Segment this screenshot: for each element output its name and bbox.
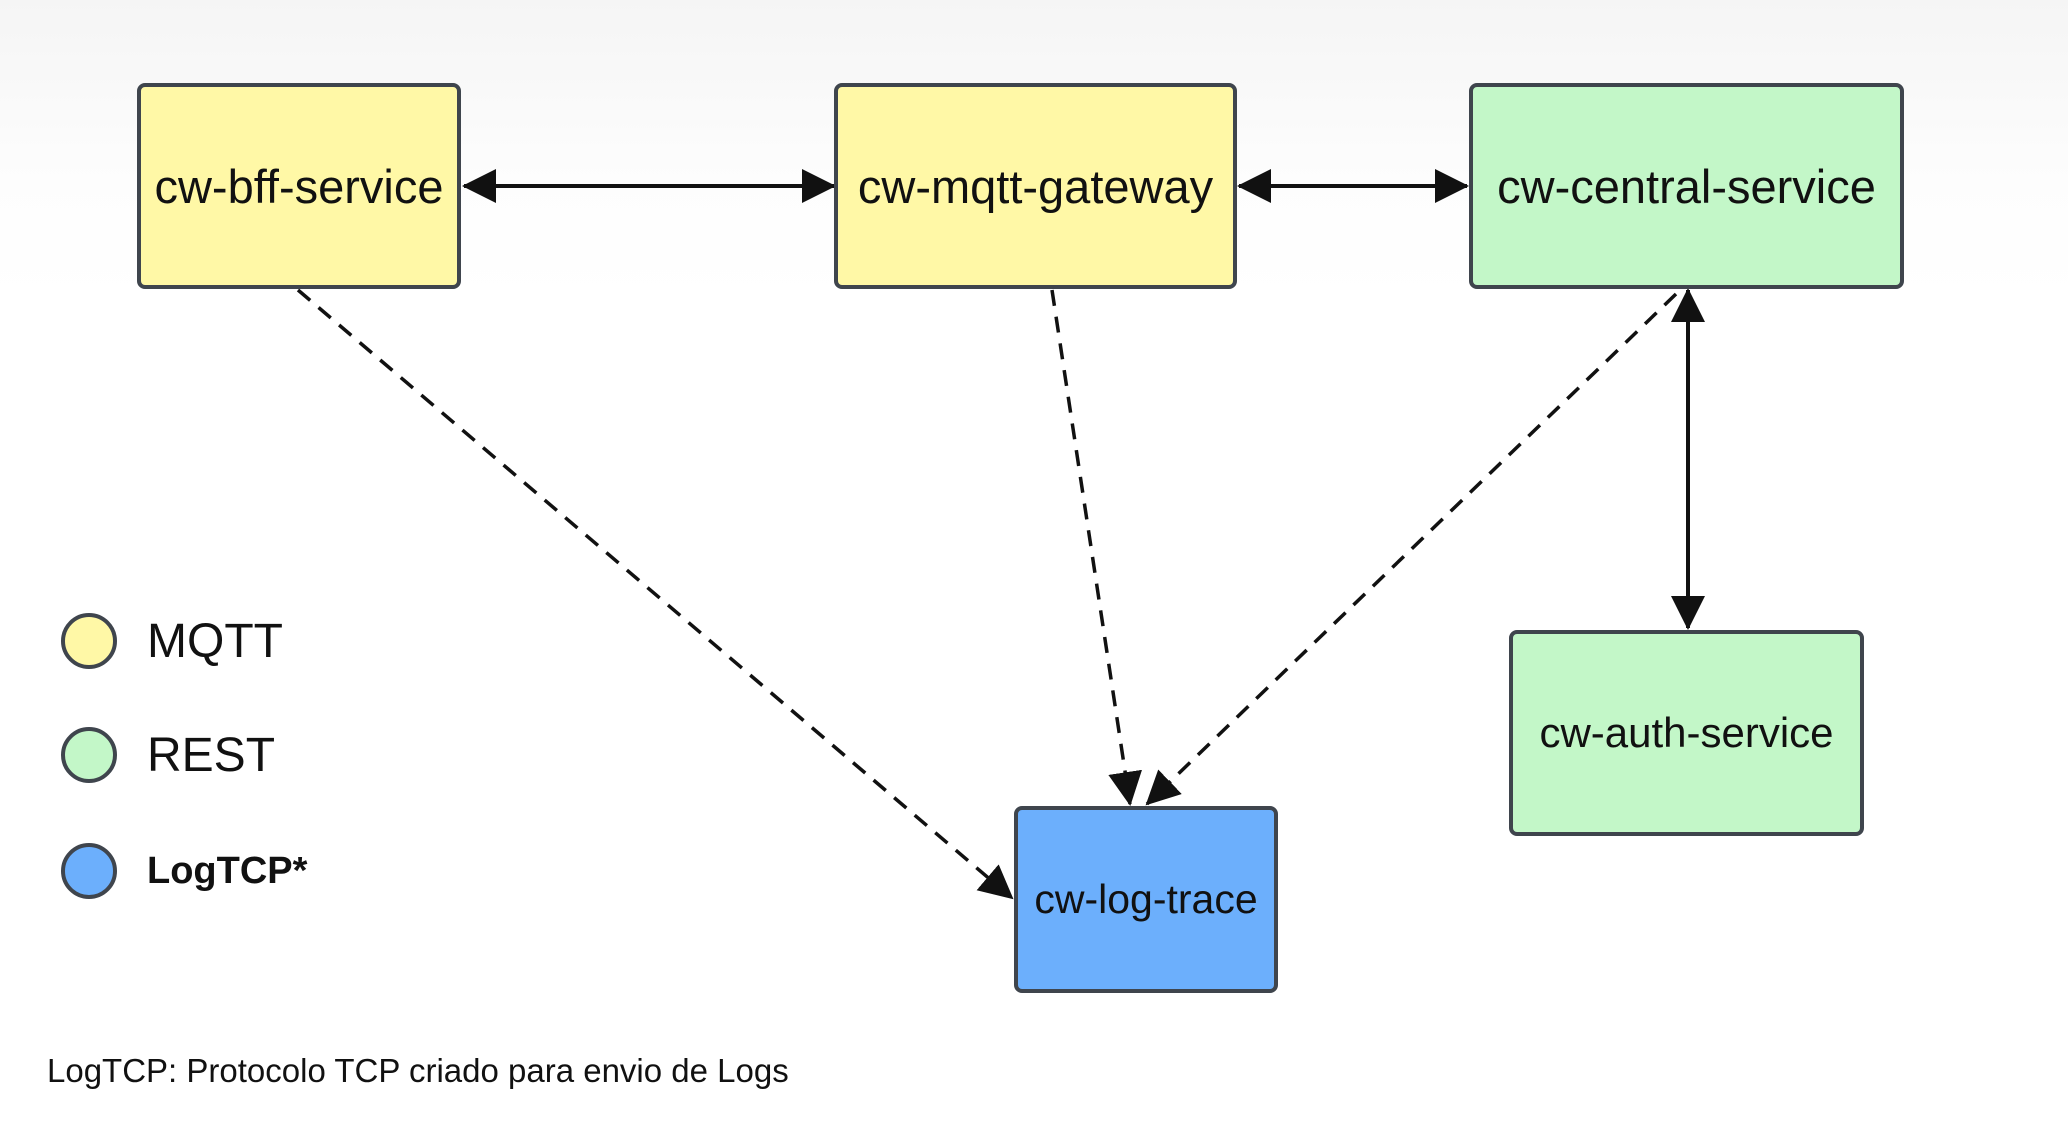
edge-central-logtrace (1145, 292, 1678, 806)
node-cw-log-trace[interactable]: cw-log-trace (1014, 806, 1278, 993)
legend-label-logtcp: LogTCP* (147, 849, 308, 892)
node-cw-bff-service[interactable]: cw-bff-service (137, 83, 461, 289)
legend-item-logtcp: LogTCP* (61, 843, 307, 899)
footnote: LogTCP: Protocolo TCP criado para envio … (47, 1052, 789, 1089)
edge-bff-logtrace (296, 288, 1014, 900)
edge-gateway-logtrace (1050, 289, 1143, 806)
node-label: cw-log-trace (1034, 876, 1258, 922)
node-label: cw-mqtt-gateway (857, 159, 1214, 213)
legend-label-mqtt: MQTT (147, 614, 283, 668)
node-label: cw-bff-service (154, 159, 444, 213)
legend-swatch-logtcp (61, 843, 117, 899)
node-label: cw-auth-service (1539, 709, 1834, 756)
legend-swatch-rest (61, 727, 117, 783)
node-cw-auth-service[interactable]: cw-auth-service (1509, 630, 1864, 836)
node-cw-mqtt-gateway[interactable]: cw-mqtt-gateway (834, 83, 1237, 289)
node-label: cw-central-service (1497, 159, 1876, 213)
legend-item-rest: REST (61, 727, 275, 783)
legend-label-rest: REST (147, 728, 276, 782)
legend-swatch-mqtt (61, 613, 117, 669)
legend-item-mqtt: MQTT (61, 613, 283, 669)
node-cw-central-service[interactable]: cw-central-service (1469, 83, 1904, 289)
